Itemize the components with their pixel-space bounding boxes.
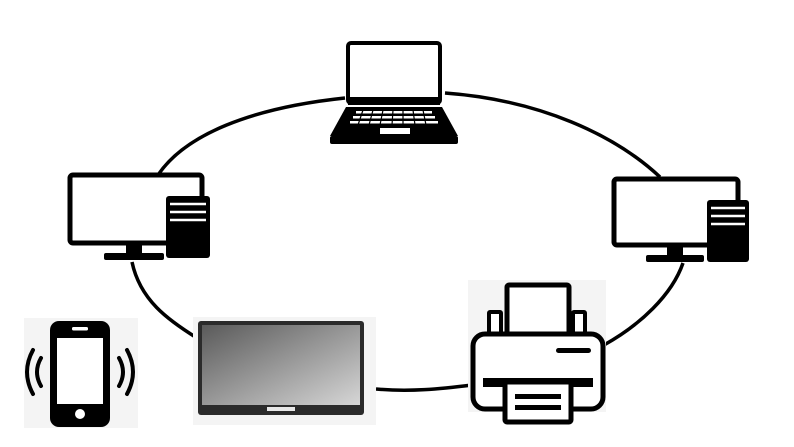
connection-desktop-left-television	[130, 261, 198, 340]
laptop-icon	[330, 41, 458, 144]
smartphone-wireless-icon	[24, 318, 138, 428]
connection-desktop-right-printer	[603, 262, 685, 347]
connection-laptop-desktop-left	[156, 96, 346, 176]
printer-icon	[468, 280, 606, 425]
connection-laptop-desktop-right	[444, 91, 662, 179]
flat-screen-tv-icon	[193, 317, 376, 425]
desktop-computer-icon	[67, 172, 210, 260]
connection-television-printer	[375, 383, 473, 392]
ring-connection	[130, 91, 685, 392]
desktop-computer-icon	[611, 176, 749, 262]
